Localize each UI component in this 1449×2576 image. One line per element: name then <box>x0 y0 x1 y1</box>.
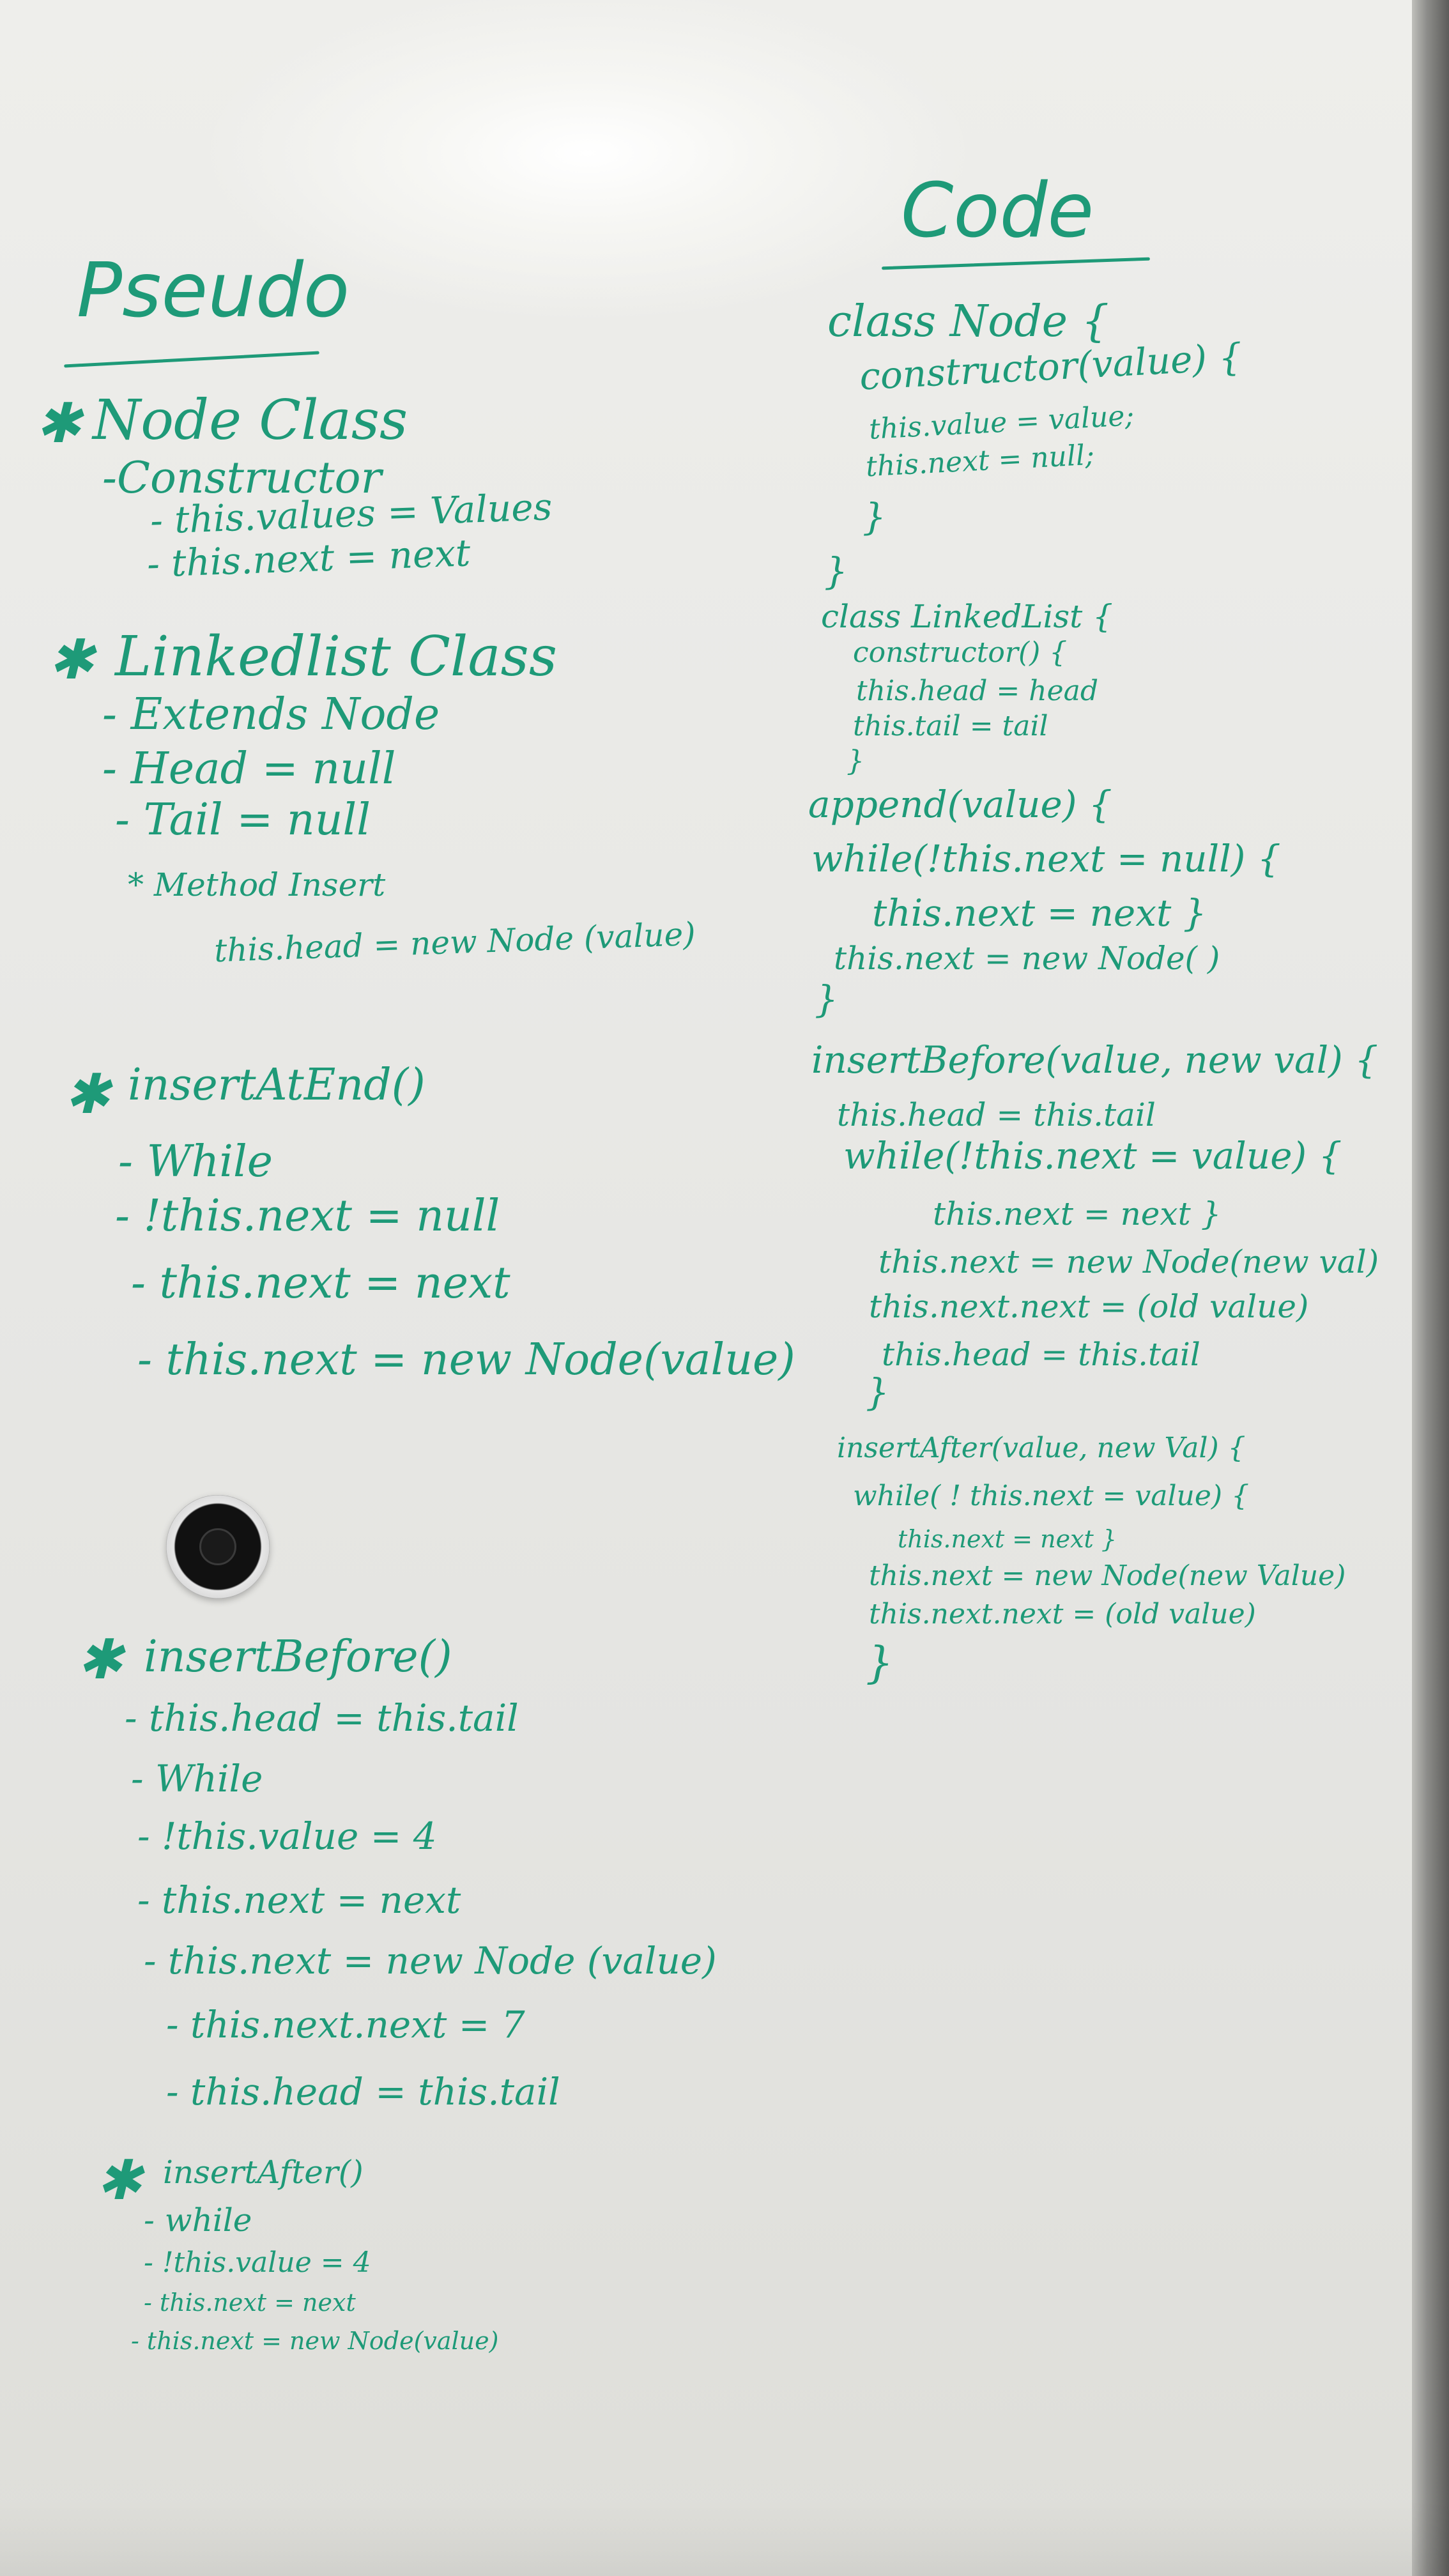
pseudo-insert-before-title: insertBefore() <box>144 1632 452 1682</box>
pseudo-insert-at-end-title: insertAtEnd() <box>128 1060 425 1110</box>
code-line: this.next.next = (old value) <box>869 1288 1309 1325</box>
pseudo-insert-after-line: - while <box>144 2202 252 2239</box>
pseudo-linkedlist-title: Linkedlist Class <box>115 625 557 689</box>
pseudo-insert-before-line: - this.next = new Node (value) <box>144 1939 717 1982</box>
whiteboard-frame <box>1412 0 1449 2576</box>
code-line: } <box>866 1638 894 1689</box>
pseudo-insert-after-line: - !this.value = 4 <box>144 2246 371 2279</box>
pseudo-node-class-line: - this.next = next <box>146 531 471 586</box>
pseudo-insert-at-end-line: - this.next = new Node(value) <box>137 1335 795 1385</box>
code-line: this.next.next = (old value) <box>869 1598 1256 1630</box>
pseudo-insert-after-star: ✱ <box>96 2149 142 2212</box>
pseudo-insert-before-line: - this.next.next = 7 <box>166 2003 525 2046</box>
pseudo-node-class-line: -Constructor <box>102 453 382 503</box>
code-line: while(!this.next = null) { <box>811 837 1281 880</box>
code-line: this.next = next } <box>933 1195 1222 1232</box>
pseudo-linkedlist-line: * Method Insert <box>128 866 386 903</box>
code-line: append(value) { <box>808 783 1112 826</box>
pseudo-heading: Pseudo <box>77 246 350 334</box>
pseudo-insert-after-line: - this.next = new Node(value) <box>131 2327 499 2355</box>
code-line: this.next = next } <box>898 1525 1117 1553</box>
code-heading: Code <box>901 166 1094 254</box>
code-line: } <box>862 495 886 539</box>
pseudo-insert-after-line: - this.next = next <box>144 2288 356 2317</box>
code-line: insertAfter(value, new Val) { <box>837 1432 1246 1464</box>
code-line: while( ! this.next = value) { <box>853 1480 1250 1512</box>
pseudo-insert-before-line: - While <box>131 1757 263 1800</box>
pseudo-insert-before-line: - !this.value = 4 <box>137 1814 437 1858</box>
magnet <box>166 1495 270 1598</box>
pseudo-insert-before-line: - this.head = this.tail <box>125 1696 519 1740</box>
code-line: class LinkedList { <box>821 598 1113 635</box>
code-line: this.value = value; <box>868 399 1135 446</box>
pseudo-linkedlist-line: - Tail = null <box>115 795 371 845</box>
magnet-center <box>199 1528 236 1565</box>
pseudo-node-class-star: ✱ <box>35 392 82 456</box>
code-line: this.next = new Node( ) <box>834 940 1220 977</box>
pseudo-insert-before-line: - this.head = this.tail <box>166 2070 560 2113</box>
pseudo-insert-before-star: ✱ <box>77 1628 123 1692</box>
pseudo-linkedlist-star: ✱ <box>48 628 95 692</box>
pseudo-insert-at-end-star: ✱ <box>64 1062 111 1126</box>
code-line: this.next = new Node(new val) <box>878 1243 1379 1280</box>
pseudo-insert-at-end-line: - this.next = next <box>131 1258 510 1308</box>
code-line: class Node { <box>827 296 1109 347</box>
pseudo-insert-after-title: insertAfter() <box>163 2154 364 2191</box>
code-line: } <box>866 1370 889 1414</box>
pseudo-linkedlist-line: - Extends Node <box>102 689 440 740</box>
pseudo-underline <box>64 351 319 368</box>
code-line: this.tail = tail <box>853 710 1048 742</box>
code-line: constructor() { <box>853 636 1068 669</box>
code-line: this.next = next } <box>872 891 1207 935</box>
code-line: } <box>824 549 848 593</box>
code-line: this.next = new Node(new Value) <box>869 1560 1346 1592</box>
code-underline <box>882 257 1150 270</box>
board-shadow <box>0 2499 1449 2576</box>
code-line: this.head = head <box>856 675 1099 707</box>
code-line: } <box>847 745 864 778</box>
code-line: this.head = this.tail <box>837 1096 1156 1133</box>
pseudo-insert-before-line: - this.next = next <box>137 1878 461 1922</box>
pseudo-linkedlist-line: - Head = null <box>102 744 396 794</box>
code-line: } <box>815 977 838 1021</box>
code-line: while(!this.next = value) { <box>843 1134 1342 1177</box>
code-line: insertBefore(value, new val) { <box>811 1038 1379 1082</box>
code-line: this.next = null; <box>864 438 1096 484</box>
code-line: this.head = this.tail <box>882 1336 1200 1373</box>
pseudo-linkedlist-line: this.head = new Node (value) <box>213 915 696 970</box>
pseudo-insert-at-end-line: - !this.next = null <box>115 1191 500 1241</box>
pseudo-insert-at-end-line: - While <box>118 1137 273 1187</box>
pseudo-node-class-title: Node Class <box>93 388 408 452</box>
